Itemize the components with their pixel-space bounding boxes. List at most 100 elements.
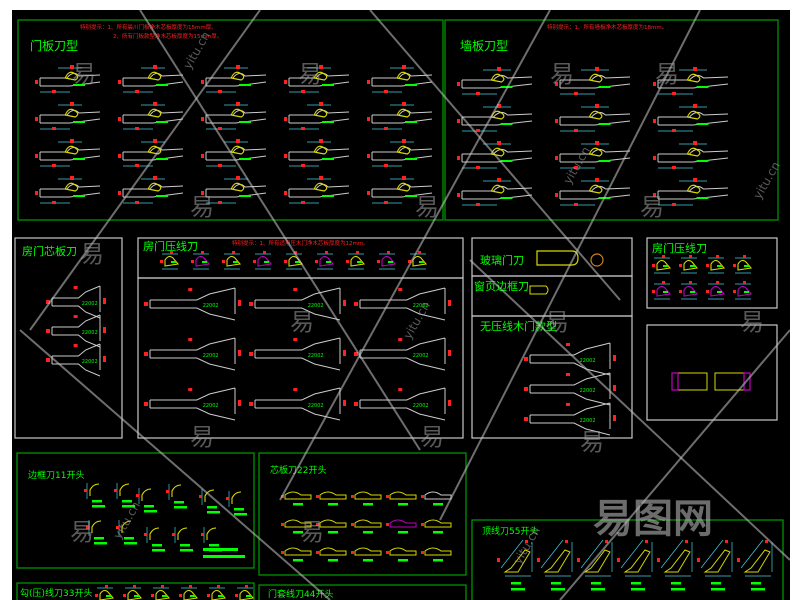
label-bar <box>106 595 111 597</box>
profile-cutter <box>396 108 411 118</box>
profile-cutter <box>319 491 347 500</box>
label-bar <box>433 559 443 562</box>
wall-panel-frame <box>444 19 779 221</box>
dimension-marker <box>398 288 403 291</box>
dimension-label: 22002 <box>308 353 324 359</box>
core-22-profile <box>281 547 312 562</box>
profile-outline <box>149 337 236 371</box>
dimension-marker <box>232 251 235 254</box>
dimension-marker <box>153 65 157 69</box>
watermark-glyph: 易 <box>415 193 439 221</box>
core-board-profile: 22002 <box>46 285 106 319</box>
dimension-marker <box>207 594 210 597</box>
frame-11-profile <box>201 527 222 552</box>
label-bar <box>357 261 362 263</box>
profile-cutter <box>226 255 242 267</box>
watermark-line <box>19 329 331 600</box>
dimension-marker <box>716 281 719 284</box>
dimension-label: 22002 <box>203 403 219 409</box>
profile-cutter <box>737 259 753 271</box>
dimension-marker <box>398 338 403 341</box>
dimension-marker <box>249 402 253 406</box>
label-bar <box>207 511 220 514</box>
watermark-line <box>559 329 790 600</box>
label-bar <box>202 261 207 263</box>
dimension-line <box>660 539 693 577</box>
dimension-marker <box>565 540 568 543</box>
dimension-marker <box>86 526 89 529</box>
dimension-marker <box>319 102 323 106</box>
watermark-glyph: 易 <box>290 308 314 336</box>
label-bar <box>207 506 217 509</box>
dimension-marker <box>52 90 56 93</box>
dimension-marker <box>737 558 740 562</box>
label-bar <box>500 123 513 125</box>
dimension-marker <box>645 540 648 543</box>
press-line-small-profile <box>253 251 273 270</box>
dimension-marker <box>386 551 389 554</box>
dimension-marker <box>301 201 305 204</box>
profile-cutter <box>703 549 731 573</box>
dimension-label: 22002 <box>82 330 98 336</box>
label-bar <box>696 160 709 162</box>
label-bar <box>162 595 167 597</box>
label-bar <box>744 291 749 293</box>
frame-11-profile <box>116 520 137 545</box>
profile-cutter <box>588 110 603 120</box>
dimension-marker <box>114 489 117 492</box>
core-22-profile <box>316 491 347 506</box>
top-55-profile <box>657 539 693 591</box>
label-bar <box>174 506 187 509</box>
dimension-marker <box>497 558 500 562</box>
label-bar <box>433 503 443 506</box>
core-board-profile: 22002 <box>46 343 106 377</box>
dimension-marker <box>73 344 78 347</box>
dimension-marker <box>218 90 222 93</box>
label-bar <box>322 121 334 123</box>
dimension-marker <box>281 523 284 526</box>
press-line-profile: 22002 <box>354 287 451 321</box>
dimension-marker <box>566 373 570 376</box>
dimension-marker <box>457 156 460 160</box>
label-bar <box>717 291 722 293</box>
dimension-marker <box>35 80 38 84</box>
profile-cutter <box>64 108 79 118</box>
top-55-profile <box>537 539 573 591</box>
profile-outline <box>205 72 267 87</box>
dimension-marker <box>354 402 358 406</box>
dimension-marker <box>733 290 736 293</box>
label-bar <box>239 158 251 160</box>
dimension-label: 22002 <box>203 353 219 359</box>
dimension-marker <box>555 156 558 160</box>
dimension-marker <box>555 119 558 123</box>
dimension-marker <box>574 129 578 132</box>
dimension-marker <box>201 117 204 121</box>
dimension-marker <box>706 290 709 293</box>
dimension-marker <box>188 338 193 341</box>
label-bar <box>73 121 85 123</box>
label-bar <box>363 559 373 562</box>
watermark-glyph: 易 <box>298 60 322 88</box>
dimension-marker <box>765 540 768 543</box>
label-bar <box>591 588 605 591</box>
label-bar <box>73 158 85 160</box>
frame-11-legend-bar <box>203 555 245 558</box>
profile-cutter <box>155 589 171 600</box>
dimension-marker <box>245 585 248 588</box>
profile-cutter <box>319 255 335 267</box>
dimension-marker <box>118 80 121 84</box>
door-knife-profile <box>284 65 350 93</box>
door-knife-profile <box>35 176 101 204</box>
dimension-marker <box>421 523 424 526</box>
press-line-small-profile <box>346 251 366 270</box>
dimension-marker <box>605 540 608 543</box>
profile-cutter <box>623 549 651 573</box>
profile-cutter <box>89 483 100 496</box>
profile-cutter <box>231 491 242 504</box>
label-bar <box>94 542 107 545</box>
core-22-profile <box>316 547 347 562</box>
hook-33-profile <box>123 585 143 600</box>
label-bar <box>405 195 417 197</box>
dimension-marker <box>135 164 139 167</box>
